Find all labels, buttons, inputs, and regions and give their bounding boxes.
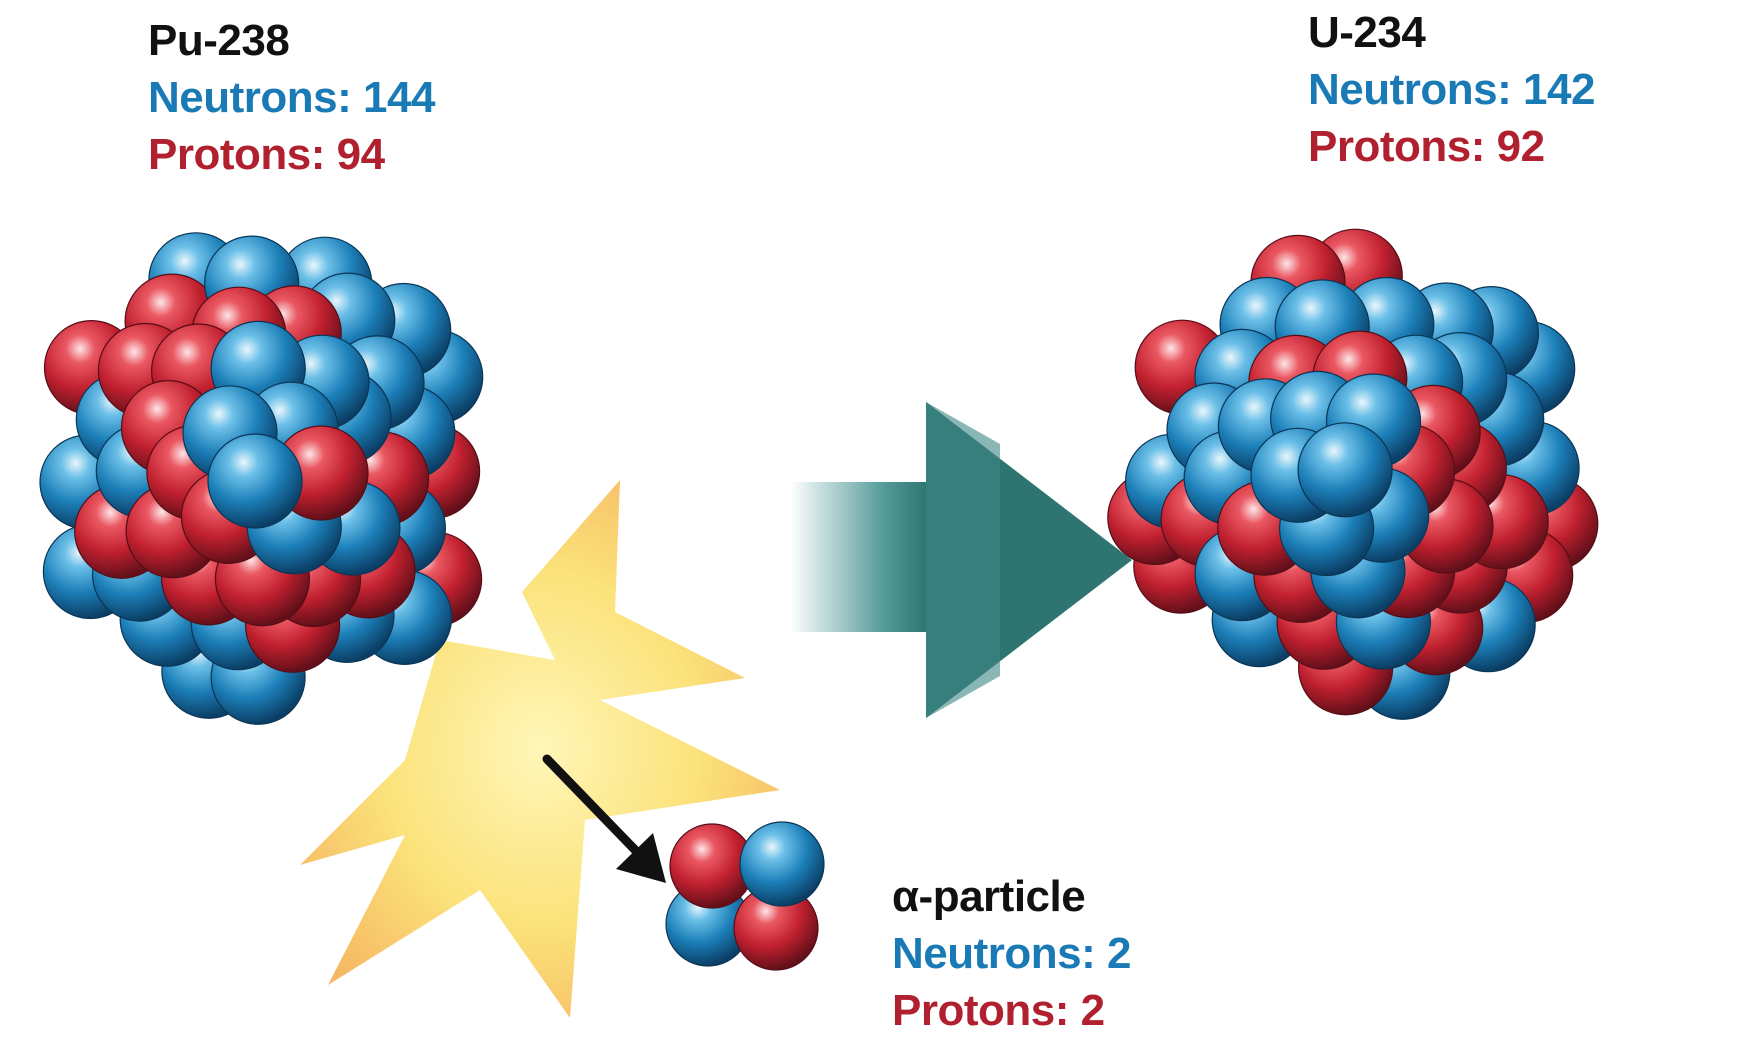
pu-238-proton-count: Protons: 94 xyxy=(148,130,385,179)
u-234-labels: U-234 Neutrons: 142 Protons: 92 xyxy=(1308,4,1595,175)
pu-238-neutron-count: Neutrons: 144 xyxy=(148,73,435,122)
emission-arrow xyxy=(542,754,666,883)
alpha-proton-count: Protons: 2 xyxy=(892,986,1105,1035)
alpha-particle-title: α-particle xyxy=(892,872,1086,921)
neutron-sphere xyxy=(1297,422,1393,518)
neutron-sphere xyxy=(739,821,825,907)
alpha-particle-nucleus xyxy=(665,821,825,971)
pu-238-labels: Pu-238 Neutrons: 144 Protons: 94 xyxy=(148,12,435,183)
pu-238-nucleus xyxy=(39,232,484,725)
emission-burst xyxy=(300,480,780,1018)
alpha-neutron-count: Neutrons: 2 xyxy=(892,929,1131,978)
decay-arrow xyxy=(790,402,1132,718)
u-234-neutron-count: Neutrons: 142 xyxy=(1308,65,1595,114)
neutron-sphere xyxy=(207,433,303,529)
pu-238-title: Pu-238 xyxy=(148,16,290,65)
u-234-proton-count: Protons: 92 xyxy=(1308,122,1545,171)
alpha-particle-labels: α-particle Neutrons: 2 Protons: 2 xyxy=(892,868,1131,1039)
u-234-nucleus xyxy=(1107,228,1599,720)
u-234-title: U-234 xyxy=(1308,8,1426,57)
